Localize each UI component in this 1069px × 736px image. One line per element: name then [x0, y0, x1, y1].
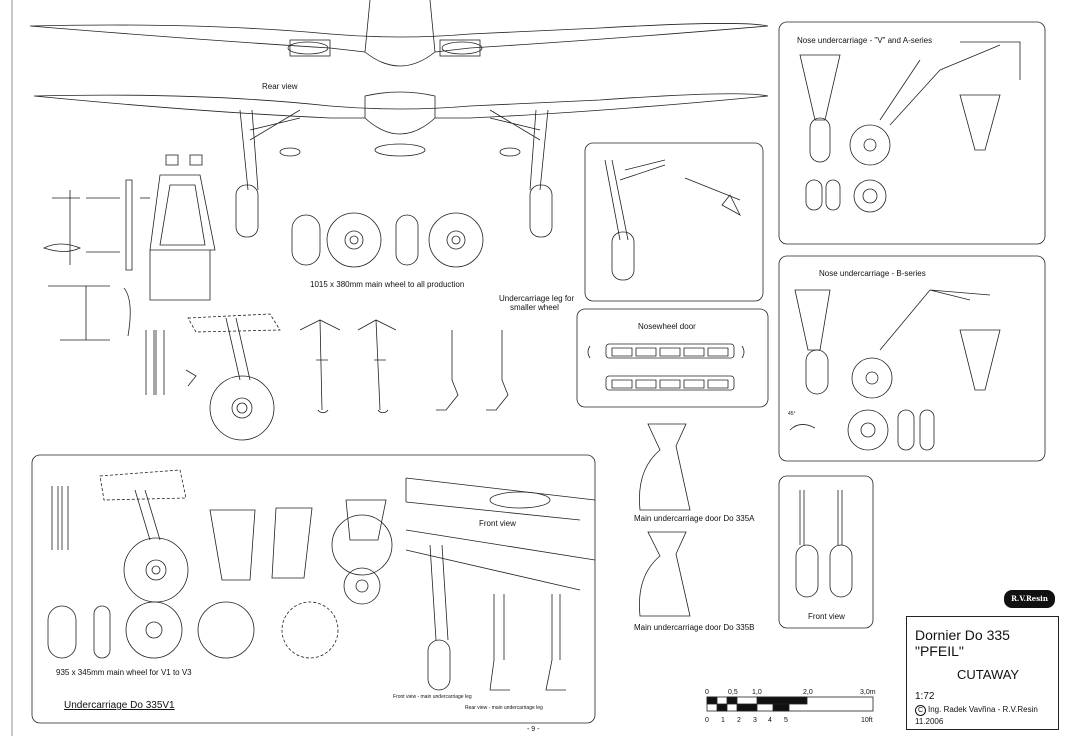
label-wheel-935: 935 x 345mm main wheel for V1 to V3 — [56, 668, 192, 677]
gear-legs-row — [299, 319, 509, 414]
scale-m-10: 1,0 — [752, 689, 762, 696]
left-small-parts — [42, 154, 216, 395]
scale-ft-1: 1 — [721, 717, 725, 724]
scale-ft-5: 5 — [784, 717, 788, 724]
scale-m-20: 2,0 — [803, 689, 813, 696]
box-front-view-right — [778, 475, 874, 629]
box-nose-va — [778, 21, 1046, 245]
wing-top-view — [29, 0, 769, 67]
label-leg-smaller-wheel-line1: Undercarriage leg for — [499, 294, 575, 303]
label-rear-view-leg: Rear view - main undercarriage leg — [465, 705, 543, 711]
label-angle-45: 45° — [788, 411, 796, 417]
scale-ft-0: 0 — [705, 717, 709, 724]
label-front-view-right: Front view — [808, 612, 845, 621]
scale-bar — [706, 696, 874, 712]
main-gear-side-view — [187, 313, 281, 441]
label-nose-b-series: Nose undercarriage - B-series — [819, 269, 926, 278]
label-main-wheel-1015: 1015 x 380mm main wheel to all productio… — [310, 280, 465, 289]
section-title-do335v1: Undercarriage Do 335V1 — [64, 700, 175, 711]
main-doors — [639, 423, 691, 617]
scale-m-0: 0 — [705, 689, 709, 696]
label-front-view-leg: Front view - main undercarriage leg — [393, 694, 472, 700]
label-door-335a: Main undercarriage door Do 335A — [634, 514, 755, 523]
scale-ft-3: 3 — [753, 717, 757, 724]
box-nosewheel-door — [576, 308, 769, 408]
page-number: - 9 - — [527, 726, 540, 733]
label-nose-va-series: Nose undercarriage - "V" and A-series — [797, 36, 933, 45]
scale-ft-4: 4 — [768, 717, 772, 724]
rv-resin-logo: R.V.Resin — [1004, 590, 1055, 608]
box-gear-side — [584, 142, 764, 302]
label-door-335b: Main undercarriage door Do 335B — [634, 623, 755, 632]
title-block-scale: 1:72 — [915, 691, 935, 702]
title-block-author-text: Ing. Radek Vavřina - R.V.Resin — [928, 705, 1038, 714]
label-front-view-main: Front view — [479, 519, 516, 528]
wheels-1015 — [291, 212, 484, 268]
scale-ft-10: 10ft — [861, 717, 873, 724]
scale-ft-2: 2 — [737, 717, 741, 724]
label-nosewheel-door: Nosewheel door — [638, 322, 696, 331]
scale-m-05: 0,5 — [728, 689, 738, 696]
title-block-title: Dornier Do 335 "PFEIL" — [915, 627, 1010, 659]
scale-m-30: 3,0m — [860, 689, 876, 696]
title-block-subtitle: CUTAWAY — [957, 667, 1020, 682]
title-block-date: 11.2006 — [915, 717, 944, 726]
label-leg-smaller-wheel-line2: smaller wheel — [510, 303, 559, 312]
label-rear-view: Rear view — [262, 82, 298, 91]
box-nose-b — [778, 255, 1046, 462]
wing-rear-view — [33, 91, 769, 238]
copyright-icon: C — [915, 705, 926, 716]
box-do335v1 — [31, 454, 596, 724]
